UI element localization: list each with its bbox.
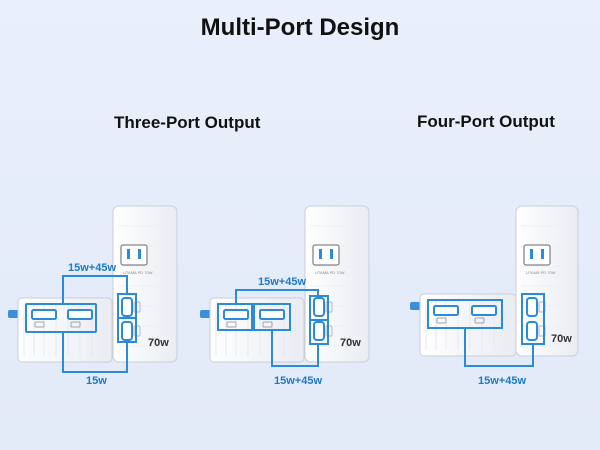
callout-lines-2 [217,289,329,367]
four-port-title: Four-Port Output [417,112,555,131]
left-module-3 [410,293,517,357]
wattage-label: 70w [148,337,169,349]
three-port-title: Three-Port Output [114,113,261,132]
top-callout-label: 15w+45w [258,276,306,288]
wattage-label: 70w [340,337,361,349]
svg-text:UTAMA PD 70W: UTAMA PD 70W [315,270,345,275]
usb-a-port [31,309,57,320]
bottom-callout-label: 15w+45w [274,375,322,387]
bottom-callout-label: 15w+45w [478,375,526,387]
left-module-1 [8,297,113,363]
callout-lines-3 [427,293,545,367]
wattage-label: 70w [551,333,572,345]
bottom-callout-label: 15w [86,375,107,387]
svg-text:UTAMA PD 70W: UTAMA PD 70W [123,270,153,275]
usb-a-port [67,309,93,320]
top-callout-label: 15w+45w [68,262,116,274]
page-title: Multi-Port Design [200,14,400,41]
svg-text:UTAMA PD 70W: UTAMA PD 70W [526,270,556,275]
callout-lines-1 [25,275,137,373]
charger-group-3: 70w UTAMA PD 70W 15w+45w [410,205,579,387]
tall-module-1: 70w UTAMA PD 70W [112,205,178,363]
tall-module-3: 70w UTAMA PD 70W [515,205,579,357]
charger-group-1: 70w UTAMA PD 70W 15w+45w 15w [8,205,178,387]
tall-module-2: 70w UTAMA PD 70W [304,205,370,363]
charger-group-2: 70w UTAMA PD 70W 15w+45w 15w+45w [200,205,370,387]
